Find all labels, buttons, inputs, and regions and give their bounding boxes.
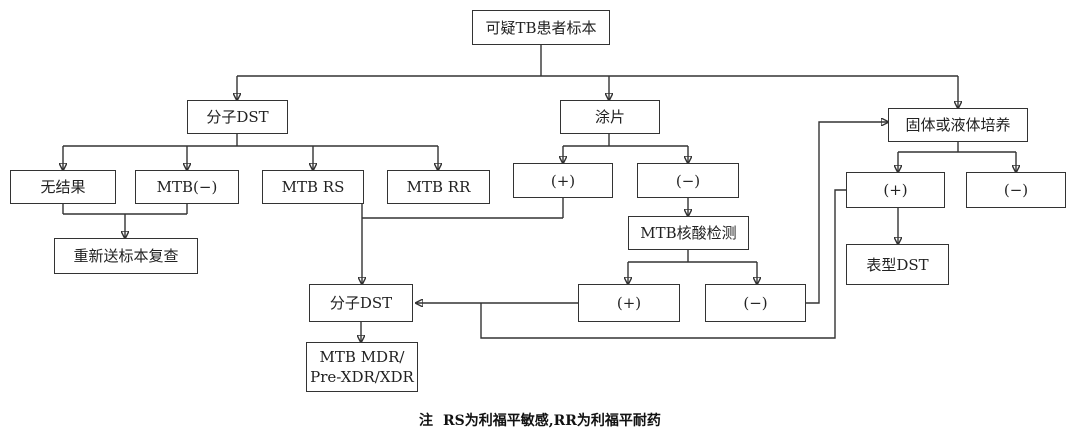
node-culture: 固体或液体培养 bbox=[888, 108, 1028, 142]
node-mtb-rr: MTB RR bbox=[387, 170, 490, 204]
node-mtb-negative: MTB(−) bbox=[135, 170, 239, 204]
node-culture-negative: (−) bbox=[966, 172, 1066, 208]
connector bbox=[480, 189, 846, 339]
note-text: RS为利福平敏感,RR为利福平耐药 bbox=[443, 413, 661, 429]
node-resubmit-specimen: 重新送标本复查 bbox=[54, 238, 198, 274]
node-molecular-dst: 分子DST bbox=[187, 100, 288, 134]
node-mtb-mdr: MTB MDR/ Pre-XDR/XDR bbox=[306, 342, 418, 392]
node-nat-negative: (−) bbox=[705, 284, 806, 322]
node-mtb-mdr-line-2: Pre-XDR/XDR bbox=[310, 368, 414, 386]
node-culture-positive: (+) bbox=[846, 172, 945, 208]
node-no-result: 无结果 bbox=[10, 170, 116, 204]
node-molecular-dst-2: 分子DST bbox=[309, 284, 413, 322]
node-smear-negative: (−) bbox=[637, 163, 739, 198]
figure-note: 注 RS为利福平敏感,RR为利福平耐药 bbox=[0, 410, 1080, 430]
node-smear-positive: (+) bbox=[513, 163, 613, 198]
arrow bbox=[806, 122, 888, 304]
node-mtb-rs: MTB RS bbox=[262, 170, 364, 204]
node-root: 可疑TB患者标本 bbox=[472, 10, 610, 45]
node-nat-positive: (+) bbox=[578, 284, 680, 322]
node-mtb-nucleic-acid-test: MTB核酸检测 bbox=[628, 216, 749, 250]
note-label: 注 bbox=[419, 413, 434, 429]
node-phenotypic-dst: 表型DST bbox=[846, 244, 949, 285]
node-smear: 涂片 bbox=[560, 100, 660, 134]
node-mtb-mdr-line-1: MTB MDR/ bbox=[319, 348, 405, 366]
